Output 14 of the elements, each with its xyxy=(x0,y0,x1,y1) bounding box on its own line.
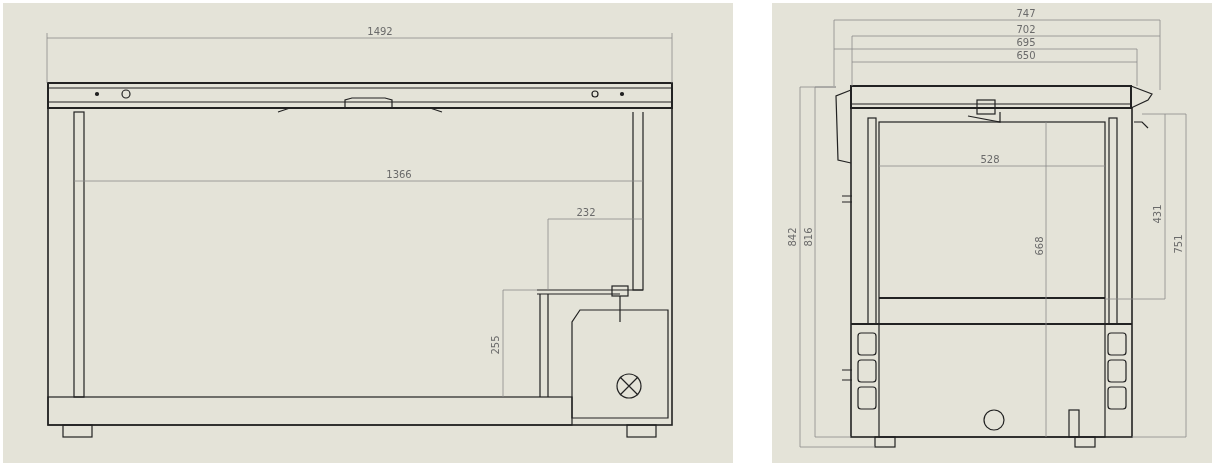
dimension-label: 650 xyxy=(1016,49,1036,61)
dimension-label: 668 xyxy=(1033,236,1045,256)
dimension-label: 255 xyxy=(489,335,501,355)
dimension-label: 1366 xyxy=(386,168,412,180)
dimension-label: 232 xyxy=(576,206,596,218)
dimension-label: 816 xyxy=(802,227,814,247)
dimension-label: 695 xyxy=(1016,36,1036,48)
dimension-label: 751 xyxy=(1172,234,1184,254)
dimension-label: 1492 xyxy=(367,25,393,37)
dimension-label: 747 xyxy=(1016,7,1036,19)
dimension-label: 842 xyxy=(786,227,798,247)
dimension-label: 431 xyxy=(1151,204,1163,224)
dimension-label: 528 xyxy=(980,153,1000,165)
dimension-label: 702 xyxy=(1016,23,1036,35)
